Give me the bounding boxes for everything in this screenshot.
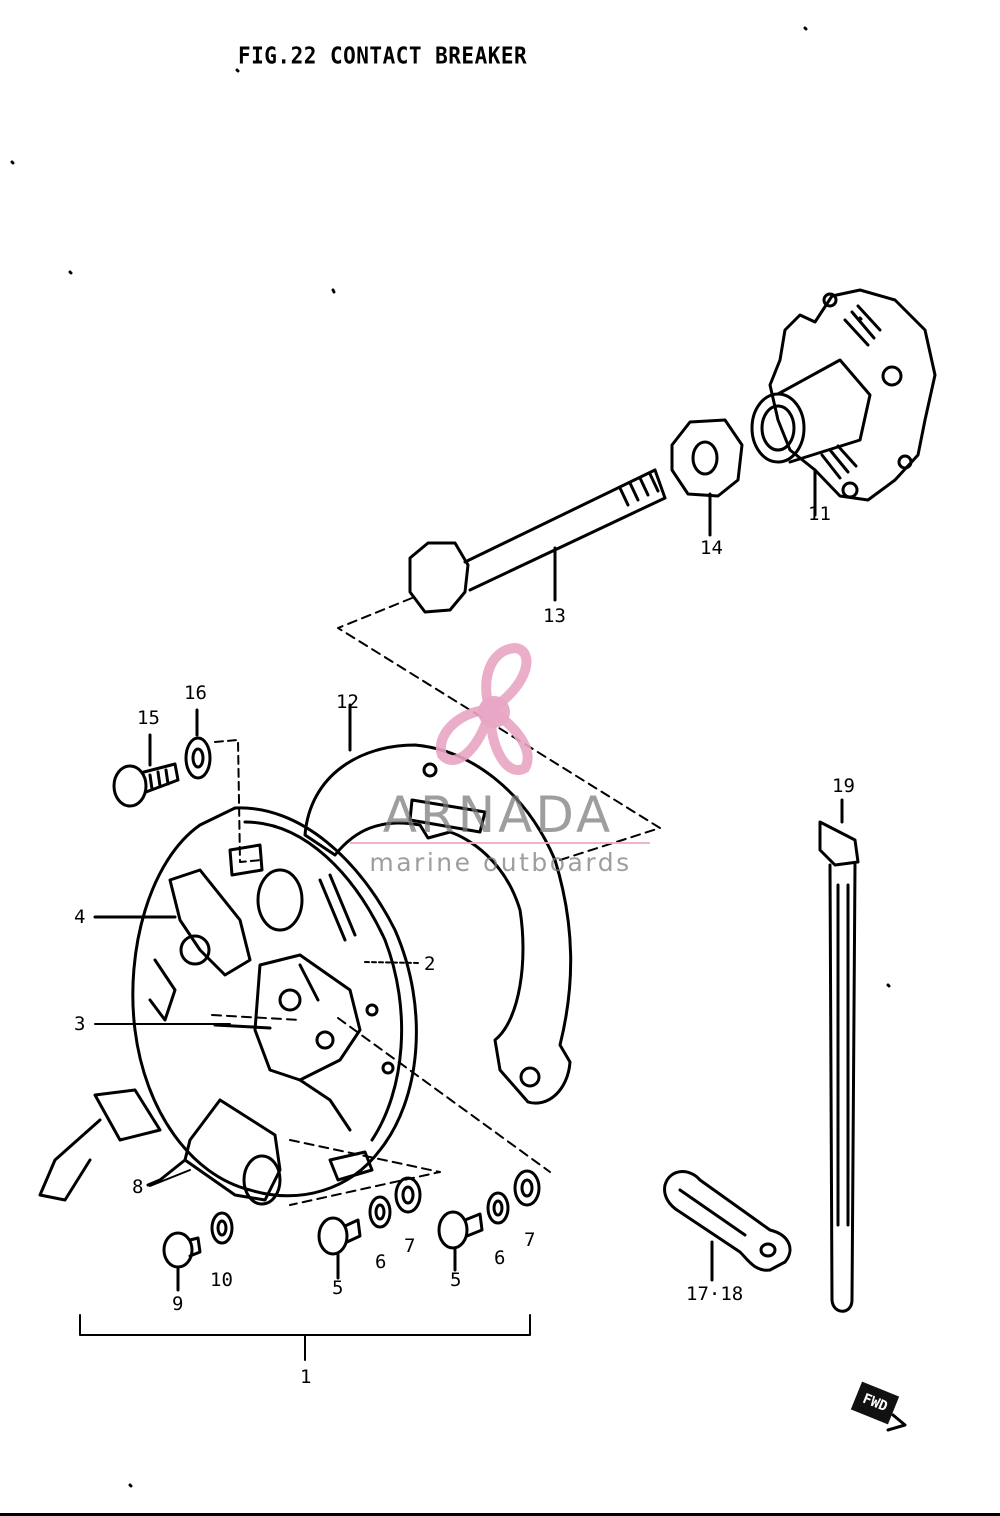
callout-part-5b: 5 bbox=[450, 1269, 462, 1291]
part-12-cover-plate bbox=[303, 703, 573, 1105]
callout-part-17-18: 17·18 bbox=[686, 1283, 744, 1305]
hardware-guide-line bbox=[214, 739, 263, 863]
part-8-leader bbox=[149, 1169, 191, 1187]
part-16-washer bbox=[184, 708, 212, 780]
callout-part-6a: 6 bbox=[375, 1251, 387, 1273]
callout-part-10: 10 bbox=[210, 1269, 233, 1291]
part-3-breaker-points bbox=[213, 953, 362, 1132]
part-6-lockwasher-a bbox=[368, 1195, 392, 1229]
part-7-washer-b bbox=[513, 1169, 541, 1207]
part-15-screw bbox=[112, 733, 180, 808]
assembly-guide-lines bbox=[211, 597, 661, 1206]
callout-part-19: 19 bbox=[832, 775, 855, 797]
part-2-base-plate bbox=[131, 806, 418, 1198]
callout-part-13: 13 bbox=[543, 605, 566, 627]
part-11-advancer-assembly bbox=[750, 288, 937, 517]
callout-part-9: 9 bbox=[172, 1293, 184, 1315]
callout-part-4: 4 bbox=[74, 906, 86, 928]
part-17-18-clamp bbox=[663, 1170, 792, 1282]
part-8-condenser bbox=[38, 1088, 282, 1206]
callout-part-3: 3 bbox=[74, 1013, 86, 1035]
callout-part-14: 14 bbox=[700, 537, 723, 559]
callout-part-1: 1 bbox=[300, 1366, 312, 1388]
part-13-bolt bbox=[408, 468, 667, 614]
callout-part-8: 8 bbox=[132, 1176, 144, 1198]
callout-part-11: 11 bbox=[808, 503, 831, 525]
part-4-spring-arm bbox=[93, 868, 252, 1022]
callout-part-16: 16 bbox=[184, 682, 207, 704]
part-5-screw-b bbox=[437, 1210, 484, 1272]
callout-part-5a: 5 bbox=[332, 1277, 344, 1299]
callout-part-12: 12 bbox=[336, 691, 359, 713]
part-10-lockwasher bbox=[210, 1211, 234, 1245]
part-9-screw bbox=[162, 1231, 202, 1292]
scan-specks bbox=[10, 26, 891, 1488]
forward-arrow-icon bbox=[886, 1413, 907, 1432]
callout-part-6b: 6 bbox=[494, 1247, 506, 1269]
callout-part-7b: 7 bbox=[524, 1229, 536, 1251]
part-6-lockwasher-b bbox=[486, 1191, 510, 1225]
part-19-cable-tie bbox=[818, 798, 860, 1313]
callout-part-7a: 7 bbox=[404, 1235, 416, 1257]
figure-title: FIG.22 CONTACT BREAKER bbox=[238, 42, 528, 70]
part-1-bracket bbox=[79, 1314, 531, 1336]
callout-part-2: 2 bbox=[424, 953, 436, 975]
part-7-washer-a bbox=[394, 1176, 422, 1214]
part-14-nut bbox=[670, 418, 744, 537]
part-5-screw-a bbox=[317, 1216, 362, 1280]
callout-part-15: 15 bbox=[137, 707, 160, 729]
part-2-leader bbox=[364, 961, 421, 964]
